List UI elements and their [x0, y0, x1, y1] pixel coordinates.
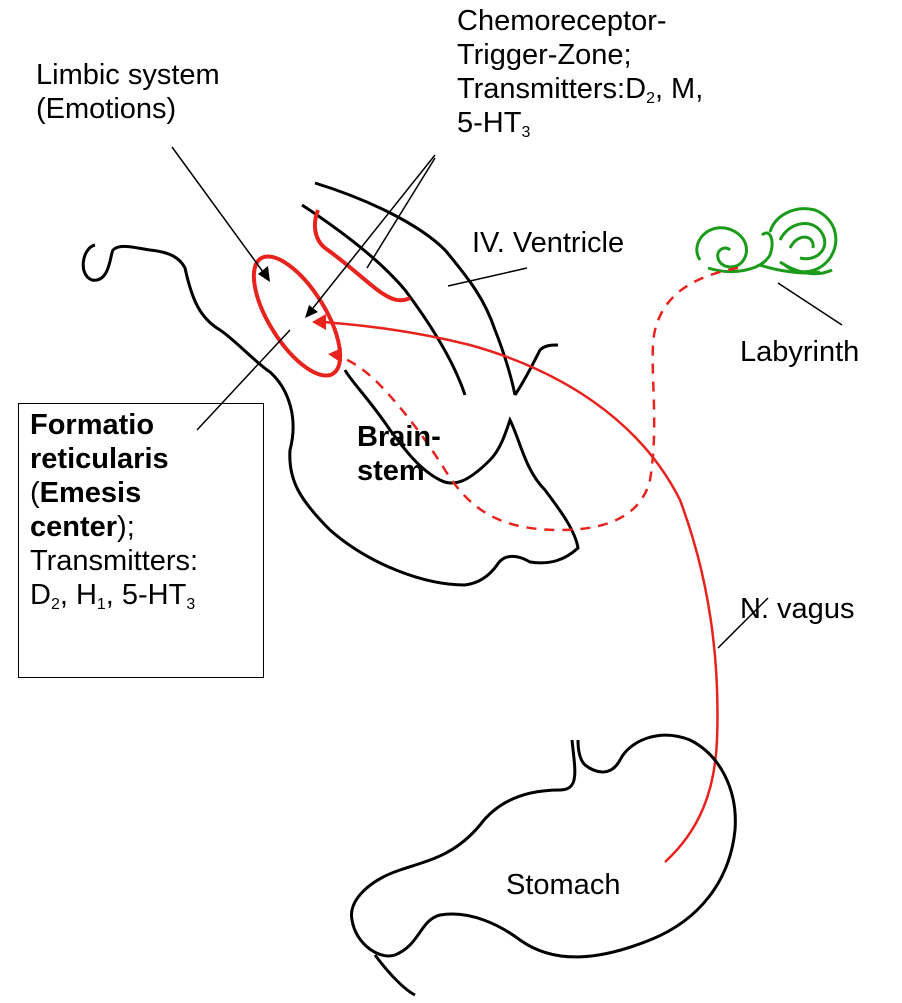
labyrinth-label: Labyrinth — [740, 335, 859, 369]
ventricle-edge — [302, 205, 465, 395]
formatio-line-6: D2, H1, 5-HT3 — [30, 578, 198, 612]
stomach-label: Stomach — [506, 868, 620, 902]
formatio-emesis: Emesis — [40, 477, 142, 509]
ventricle-label: IV. Ventricle — [472, 226, 624, 260]
brainstem-line-2: stem — [357, 454, 441, 488]
ctz-line-4: 5-HT3 — [457, 106, 703, 140]
stomach-outline-outer — [352, 735, 736, 957]
stomach-pylorus — [375, 955, 415, 995]
ctz-d-sub: 2 — [646, 90, 655, 107]
formatio-h-sub: 1 — [97, 596, 106, 613]
labyrinth-arrowhead — [328, 348, 342, 362]
ctz-arrowhead — [305, 305, 318, 318]
formatio-center: center — [30, 511, 117, 543]
labyrinth-leader — [778, 283, 842, 325]
ctz-line-2: Trigger-Zone; — [457, 38, 703, 72]
formatio-5ht-sub: 3 — [186, 596, 195, 613]
formatio-paren-open: ( — [30, 477, 40, 509]
vagus-pathway — [323, 322, 718, 862]
formatio-h: , H — [60, 579, 97, 611]
vagus-arrowhead — [312, 314, 326, 330]
vagus-label: N. vagus — [740, 592, 854, 626]
brainstem-label: Brain- stem — [357, 420, 441, 488]
formatio-line-1: Formatio — [30, 408, 198, 442]
ctz-line-1: Chemoreceptor- — [457, 4, 703, 38]
formatio-line-3: (Emesis — [30, 476, 198, 510]
formatio-line-5: Transmitters: — [30, 544, 198, 578]
limbic-leader — [172, 147, 266, 276]
formatio-d-sub: 2 — [51, 596, 60, 613]
formatio-line-4: center); — [30, 510, 198, 544]
cerebellum-outline — [315, 183, 515, 395]
labyrinth-pathway-dashed — [340, 268, 738, 530]
formatio-5ht: , 5-HT — [106, 579, 187, 611]
formatio-d: D — [30, 579, 51, 611]
formatio-paren-close: ); — [117, 511, 135, 543]
ctz-transmitters-suffix: , M, — [655, 73, 703, 105]
formatio-label: Formatio reticularis (Emesis center); Tr… — [30, 408, 198, 612]
limbic-line-2: (Emotions) — [36, 92, 220, 126]
limbic-system-label: Limbic system (Emotions) — [36, 58, 220, 126]
limbic-line-1: Limbic system — [36, 58, 220, 92]
ctz-secondary-leader — [367, 158, 435, 268]
ctz-line-3: Transmitters:D2, M, — [457, 72, 703, 106]
ctz-5ht-prefix: 5-HT — [457, 107, 521, 139]
formatio-line-2: reticularis — [30, 442, 198, 476]
labyrinth-drawing — [697, 209, 836, 274]
ctz-transmitters-prefix: Transmitters:D — [457, 73, 646, 105]
ctz-5ht-sub: 3 — [521, 124, 530, 141]
brainstem-line-1: Brain- — [357, 420, 441, 454]
ctz-label: Chemoreceptor- Trigger-Zone; Transmitter… — [457, 4, 703, 140]
